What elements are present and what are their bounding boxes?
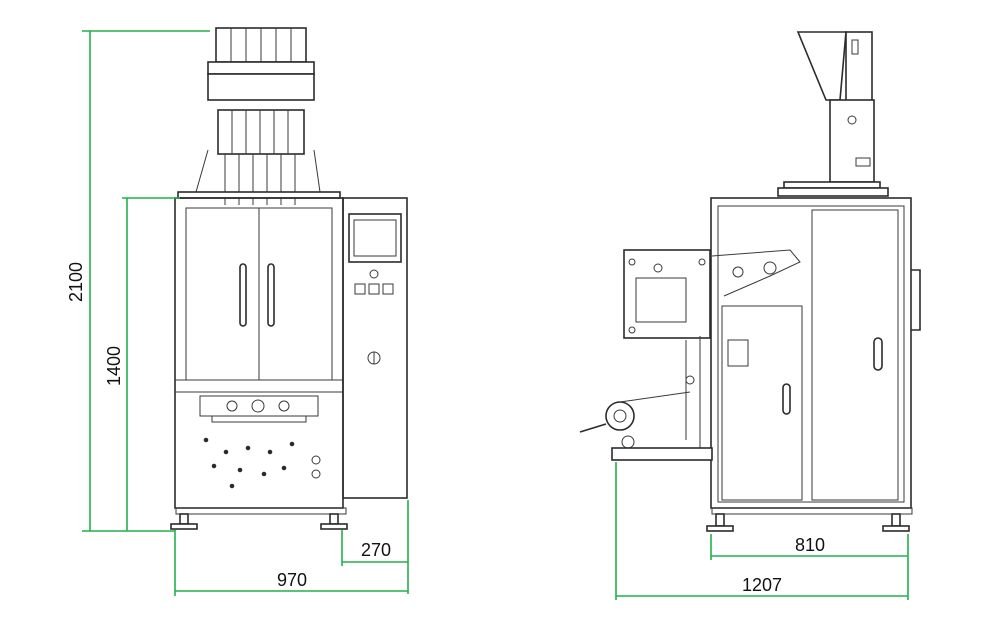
front-depth-270-label: 270 (361, 540, 391, 560)
front-width-970-dimension: 970 (174, 530, 408, 596)
side-width-810-label: 810 (795, 535, 825, 555)
front-view-machine (170, 27, 408, 530)
front-height-1400-dimension: 1400 (104, 197, 180, 531)
front-height-2100-label: 2100 (66, 262, 86, 302)
front-depth-270-dimension: 270 (341, 500, 409, 594)
side-width-1207-dimension: 1207 (615, 462, 908, 600)
front-height-2100-dimension: 2100 (66, 30, 210, 532)
side-width-810-dimension: 810 (710, 534, 909, 600)
side-view-machine (579, 31, 921, 532)
front-height-1400-label: 1400 (104, 346, 124, 386)
side-width-1207-label: 1207 (742, 575, 782, 595)
front-width-970-label: 970 (277, 570, 307, 590)
